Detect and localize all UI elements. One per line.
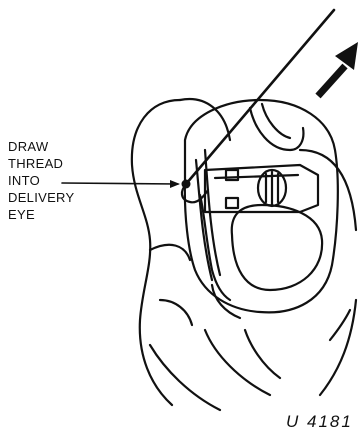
callout-line: DRAW [8, 138, 88, 155]
callout-line: INTO [8, 172, 88, 189]
callout-line: EYE [8, 206, 88, 223]
hand-outline [132, 99, 356, 410]
figure-id: U 4181 [286, 412, 353, 432]
callout-pointer-head [170, 180, 180, 188]
callout-line: DELIVERY [8, 189, 88, 206]
arrow-up-right-icon [318, 42, 358, 96]
delivery-eye-dot [182, 180, 191, 189]
thread-line [186, 10, 334, 184]
bobbin-case [182, 100, 338, 318]
draw-thread-callout: DRAW THREAD INTO DELIVERY EYE [8, 138, 88, 223]
callout-line: THREAD [8, 155, 88, 172]
